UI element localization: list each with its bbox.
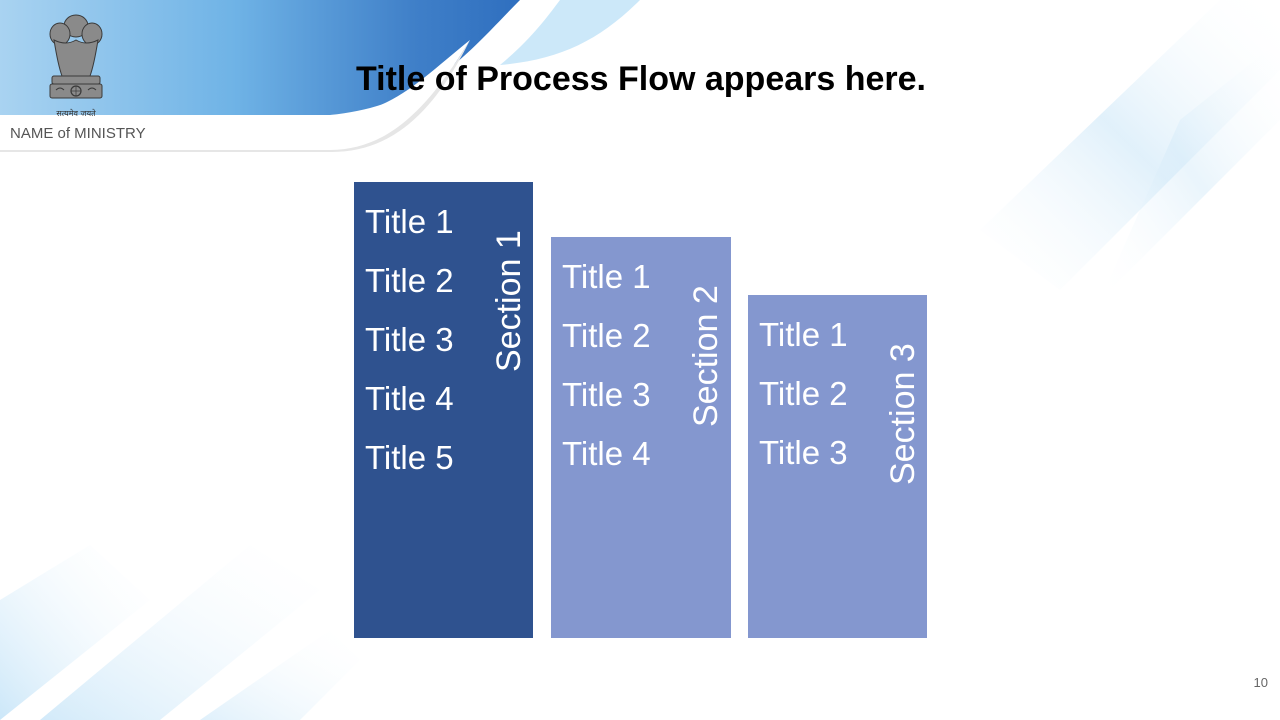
section-3-block: Title 1 Title 2 Title 3 Section 3 (748, 295, 927, 638)
section-3-item: Title 1 (759, 316, 848, 353)
emblem: सत्यमेव जयते (40, 10, 112, 122)
section-2-item: Title 2 (562, 317, 651, 354)
section-2-items: Title 1 Title 2 Title 3 Title 4 (562, 247, 651, 483)
section-1-item: Title 2 (365, 262, 454, 299)
section-1-label: Section 1 (479, 182, 539, 372)
section-2-item: Title 3 (562, 376, 651, 413)
section-3-label: Section 3 (873, 295, 933, 485)
slide-title: Title of Process Flow appears here. (355, 60, 926, 98)
section-1-label-text: Section 1 (490, 230, 528, 372)
ministry-name: NAME of MINISTRY (10, 125, 146, 142)
page-number: 10 (1253, 675, 1268, 690)
national-emblem-icon (49, 14, 103, 99)
section-2-item: Title 4 (562, 435, 651, 472)
section-3-item: Title 2 (759, 375, 848, 412)
emblem-motto: सत्यमेव जयते (56, 109, 96, 118)
section-1-item: Title 3 (365, 321, 454, 358)
section-3-item: Title 3 (759, 434, 848, 471)
section-1-block: Title 1 Title 2 Title 3 Title 4 Title 5 … (354, 182, 533, 638)
section-2-block: Title 1 Title 2 Title 3 Title 4 Section … (551, 237, 731, 638)
section-1-item: Title 5 (365, 439, 454, 476)
section-2-item: Title 1 (562, 258, 651, 295)
section-3-label-text: Section 3 (884, 343, 922, 485)
section-2-label-text: Section 2 (687, 285, 725, 427)
section-1-item: Title 4 (365, 380, 454, 417)
section-2-label: Section 2 (676, 237, 736, 427)
section-3-items: Title 1 Title 2 Title 3 (759, 305, 848, 482)
section-1-item: Title 1 (365, 203, 454, 240)
section-1-items: Title 1 Title 2 Title 3 Title 4 Title 5 (365, 192, 454, 487)
